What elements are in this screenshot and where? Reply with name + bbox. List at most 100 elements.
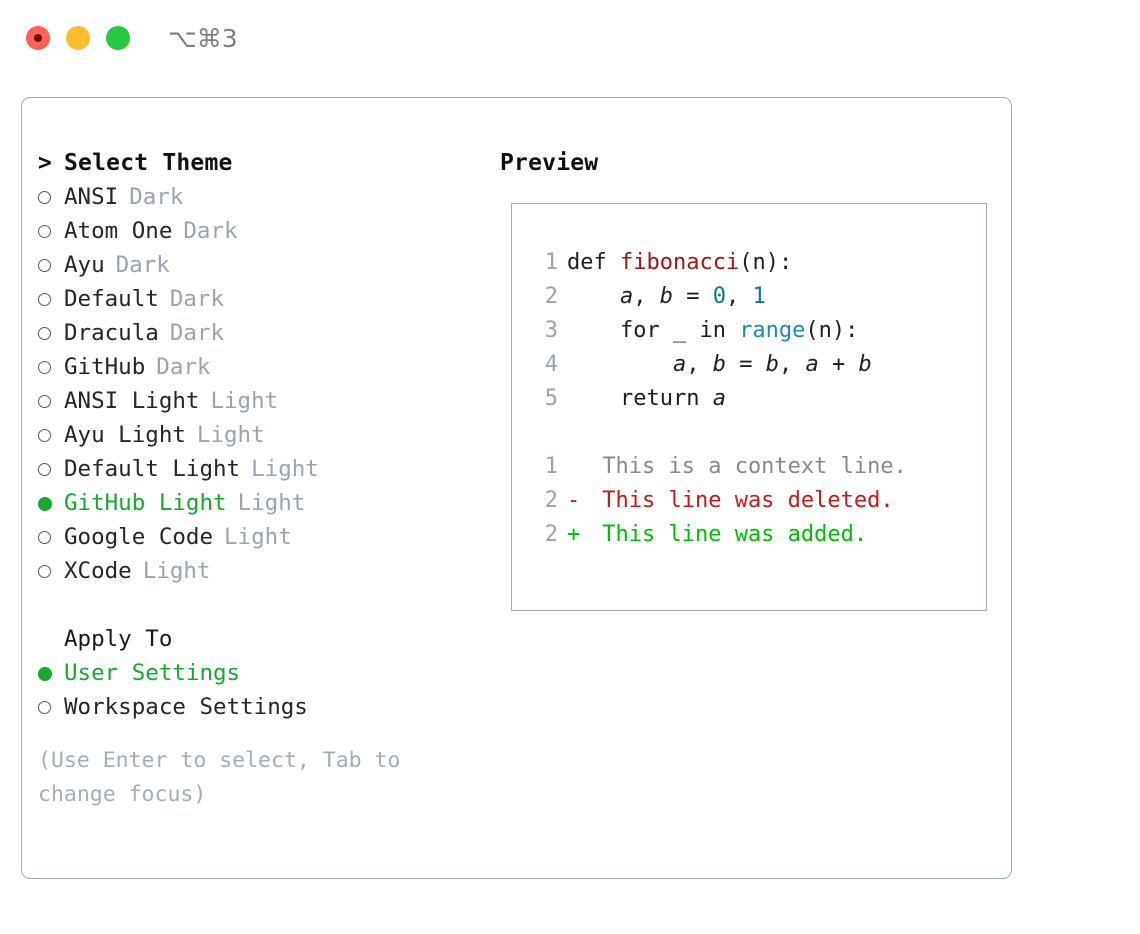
code-token: a [672,352,687,377]
code-token: b [659,284,673,309]
code-token: b [712,352,726,377]
theme-item-label: Atom One [64,218,173,244]
theme-item-variant: Light [224,524,292,550]
theme-item-variant: Dark [115,252,170,278]
keyboard-hint: (Use Enter to select, Tab to change focu… [38,748,401,807]
apply-to-heading: Apply To [64,626,173,652]
code-token: (n): [805,318,859,343]
radio-bullet [38,395,51,408]
theme-item-label: GitHub Light [64,490,227,516]
title-bar: ⌥⌘3 [0,0,1140,78]
code-token: a [619,284,634,309]
maximize-button[interactable] [106,26,130,50]
radio-unselected-icon[interactable] [38,521,64,555]
theme-item[interactable]: Ayu Dark [38,248,488,282]
diff-text: This is a context line. [589,454,907,479]
radio-bullet [38,463,51,476]
apply-to-option[interactable]: Workspace Settings [38,690,488,724]
code-token: range [739,318,806,343]
line-number: 5 [544,386,558,411]
theme-item-variant: Light [251,456,319,482]
radio-bullet [38,293,51,306]
code-token [567,284,620,309]
radio-bullet [38,666,52,681]
theme-item-variant: Dark [129,184,184,210]
theme-item-variant: Light [237,490,306,516]
diff-text: This line was deleted. [589,488,894,513]
radio-unselected-icon[interactable] [38,283,64,317]
list-spacer [38,588,488,622]
preview-heading: Preview [500,150,599,176]
line-number: 3 [544,318,558,343]
line-number: 1 [544,250,558,275]
theme-item-variant: Light [142,558,211,584]
theme-item-label: XCode [64,558,132,584]
radio-unselected-icon[interactable] [38,215,64,249]
radio-unselected-icon[interactable] [38,555,64,589]
theme-item-variant: Light [196,422,265,448]
code-token: fibonacci [619,250,740,275]
radio-bullet [38,429,51,442]
theme-item[interactable]: Dracula Dark [38,316,488,350]
diff-sign: + [567,522,581,547]
code-token: b [765,352,779,377]
theme-item-variant: Dark [169,320,225,346]
theme-item-variant: Dark [169,286,225,312]
radio-unselected-icon[interactable] [38,453,64,487]
radio-unselected-icon[interactable] [38,181,64,215]
diff-line: 1 This is a context line. [532,450,972,484]
radio-selected-icon[interactable] [38,657,64,691]
diff-sign: - [567,488,581,513]
theme-item[interactable]: GitHub Light Light [38,486,488,520]
radio-bullet [38,327,51,340]
code-token: , [686,352,713,377]
code-token [567,352,673,377]
minimize-button[interactable] [66,26,90,50]
line-number: 2 [544,488,558,513]
theme-item-label: Default [64,286,159,312]
code-token: 0 [712,284,726,309]
code-line: 2 a, b = 0, 1 [532,280,972,314]
select-theme-label: Select Theme [64,150,233,176]
radio-unselected-icon[interactable] [38,351,64,385]
theme-item-variant: Light [210,388,279,414]
theme-item[interactable]: GitHub Dark [38,350,488,384]
radio-selected-icon[interactable] [38,487,64,521]
radio-unselected-icon[interactable] [38,249,64,283]
radio-unselected-icon[interactable] [38,317,64,351]
code-token: b [858,352,872,377]
radio-bullet [38,191,51,204]
theme-item[interactable]: XCode Light [38,554,488,588]
apply-to-option[interactable]: User Settings [38,656,488,690]
radio-bullet [38,496,52,511]
close-button[interactable] [26,26,50,50]
code-line: 3 for _ in range(n): [532,314,972,348]
theme-item-label: Ayu [64,252,105,278]
diff-line-content: + This line was added. [567,522,867,547]
theme-item-label: GitHub [64,354,146,380]
radio-bullet [38,701,51,714]
traffic-light-controls [26,26,130,50]
theme-item-variant: Dark [156,354,211,380]
radio-unselected-icon[interactable] [38,385,64,419]
diff-line: 2- This line was deleted. [532,484,972,518]
diff-sign [567,450,589,484]
theme-item[interactable]: Default Dark [38,282,488,316]
radio-bullet [38,259,51,272]
theme-item-label: Dracula [64,320,159,346]
radio-unselected-icon[interactable] [38,419,64,453]
radio-unselected-icon[interactable] [38,691,64,725]
